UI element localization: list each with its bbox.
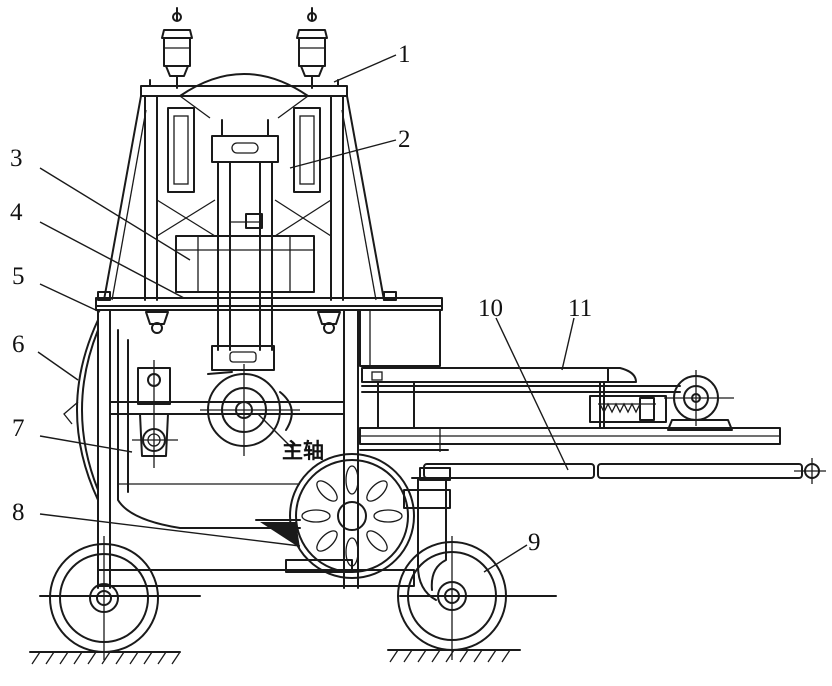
leader-lines [37, 54, 575, 573]
saw-carriage [211, 119, 279, 371]
callout-9: 9 [528, 529, 541, 556]
ground-right [387, 649, 521, 663]
upper-frame [103, 73, 385, 301]
callout-2: 2 [398, 126, 411, 153]
callout-6: 6 [12, 331, 25, 358]
callout-11: 11 [568, 295, 592, 322]
main-table [95, 291, 443, 367]
right-wheel [397, 536, 507, 660]
left-lamp-icon [161, 7, 193, 89]
spindle-wheel [200, 364, 300, 456]
spindle-label: 主轴 [282, 439, 324, 463]
callout-8: 8 [12, 499, 25, 526]
right-wheel-bracket [403, 467, 451, 601]
ground-left [29, 651, 181, 665]
chassis-base [39, 569, 557, 597]
callout-4: 4 [10, 199, 23, 226]
lower-saw-wheel [255, 453, 415, 579]
callout-7: 7 [12, 415, 25, 442]
left-wheel [49, 536, 159, 660]
callout-labels: 1 2 3 4 5 6 7 8 9 10 11 主轴 [10, 41, 592, 556]
callout-1: 1 [398, 41, 411, 68]
feed-bed [359, 367, 826, 484]
machine-housing [63, 309, 359, 589]
right-lamp-icon [296, 7, 328, 89]
callout-5: 5 [12, 263, 25, 290]
callout-10: 10 [478, 295, 503, 322]
callout-3: 3 [10, 145, 23, 172]
